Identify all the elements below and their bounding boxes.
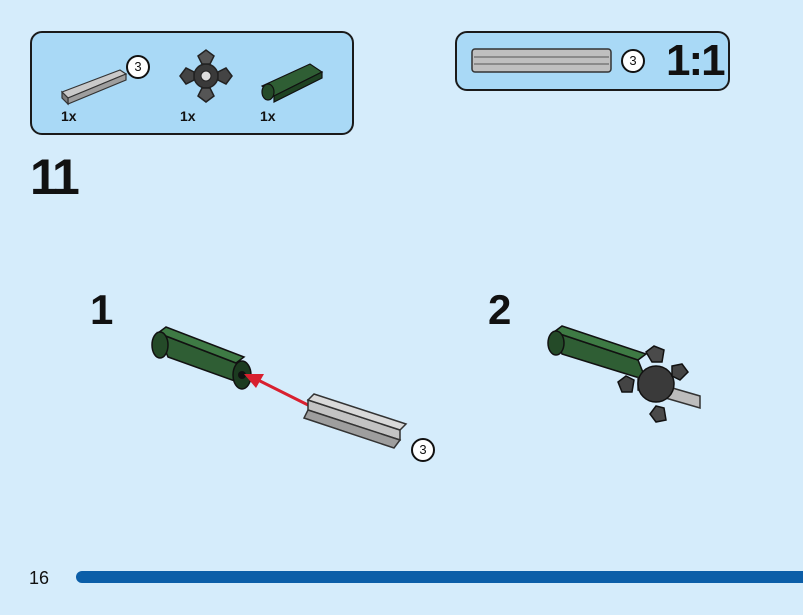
axle-part-icon bbox=[60, 69, 128, 106]
grey-axle-icon bbox=[302, 393, 408, 449]
scale-size-label: 3 bbox=[621, 49, 645, 73]
page-footer-bar bbox=[76, 571, 803, 583]
axle-scale-icon bbox=[471, 48, 612, 73]
substep-1-number: 1 bbox=[90, 286, 114, 333]
tube-quantity: 1x bbox=[260, 108, 276, 124]
substep-2-number: 2 bbox=[488, 286, 512, 333]
connector-quantity: 1x bbox=[180, 108, 196, 124]
step-number: 11 bbox=[30, 149, 80, 205]
axle-length-label: 3 bbox=[411, 438, 435, 462]
axle-quantity: 1x bbox=[61, 108, 77, 124]
connector-part-icon bbox=[179, 49, 233, 103]
scale-ratio: 1:1 bbox=[666, 36, 726, 85]
page-number: 16 bbox=[29, 568, 50, 588]
assembly-arrow-icon bbox=[244, 374, 311, 408]
green-tube-icon bbox=[151, 326, 252, 390]
assembled-part-icon bbox=[547, 325, 701, 423]
tube-part-icon bbox=[260, 63, 324, 103]
axle-size-label: 3 bbox=[126, 55, 150, 79]
